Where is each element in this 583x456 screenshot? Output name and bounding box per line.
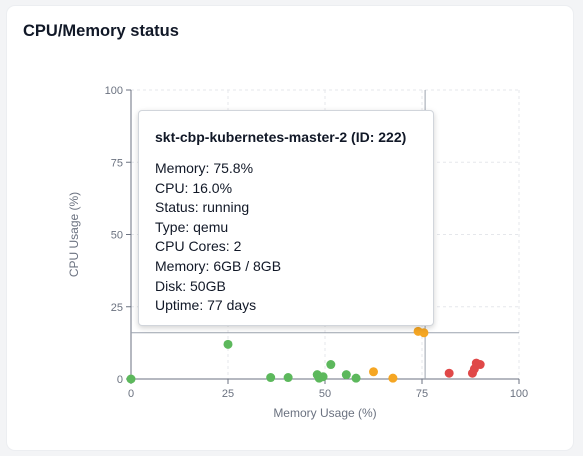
x-axis-title: Memory Usage (%): [273, 406, 376, 420]
y-tick-label: 50: [111, 230, 123, 242]
data-point: [475, 360, 485, 370]
card-title: CPU/Memory status: [23, 22, 179, 40]
data-point: [369, 367, 378, 377]
y-tick-label: 25: [111, 302, 123, 314]
data-point: [326, 360, 336, 370]
x-tick-label: 25: [222, 388, 234, 400]
tooltip-cpu-cores: CPU Cores: 2: [155, 238, 242, 255]
tooltip-disk: Disk: 50GB: [155, 277, 226, 294]
y-tick-label: 75: [111, 157, 123, 169]
y-tick-label: 0: [117, 374, 123, 386]
data-point: [126, 374, 136, 384]
data-point: [318, 372, 328, 382]
x-tick-label: 50: [319, 388, 331, 400]
data-point: [444, 368, 454, 378]
tooltip-memory-amount: Memory: 6GB / 8GB: [155, 257, 282, 274]
data-point: [388, 373, 398, 383]
x-tick-label: 0: [128, 388, 134, 400]
tooltip-memory-pct: Memory: 75.8%: [155, 160, 254, 176]
data-point: [419, 328, 429, 338]
x-tick-label: 75: [416, 388, 428, 400]
node-tooltip: skt-cbp-kubernetes-master-2 (ID: 222) Me…: [138, 110, 434, 326]
data-point: [223, 339, 233, 349]
data-point: [341, 370, 351, 380]
tooltip-uptime: Uptime: 77 days: [155, 297, 257, 314]
y-tick-label: 100: [105, 85, 123, 97]
x-tick-label: 100: [510, 388, 528, 400]
tooltip-type: Type: qemu: [155, 218, 229, 235]
tooltip-title: skt-cbp-kubernetes-master-2 (ID: 222): [155, 129, 407, 145]
data-point: [266, 373, 276, 383]
data-point: [351, 373, 361, 383]
tooltip-cpu-pct: CPU: 16.0%: [155, 179, 233, 196]
data-point: [283, 373, 293, 383]
y-axis-title: CPU Usage (%): [67, 192, 81, 277]
tooltip-status: Status: running: [155, 199, 250, 216]
